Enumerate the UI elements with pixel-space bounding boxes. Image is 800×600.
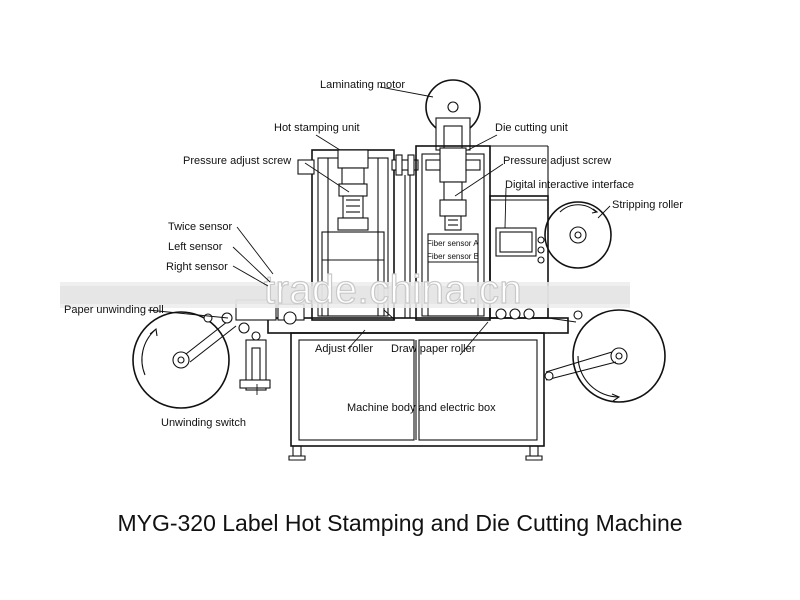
label-stripping-roller: Stripping roller <box>612 199 683 211</box>
rewind-roll <box>544 309 666 403</box>
die-cutting-unit <box>415 145 491 321</box>
label-draw-paper-roller: Draw paper roller <box>391 343 476 355</box>
label-fiber-sensor-a: Fiber sensor A <box>427 239 479 248</box>
control-cabinet <box>489 145 549 320</box>
label-twice-sensor: Twice sensor <box>168 221 233 233</box>
watermark-text: trade.china.cn <box>264 268 522 312</box>
label-pressure-adjust-screw-left: Pressure adjust screw <box>183 155 291 167</box>
label-paper-unwinding-roll: Paper unwinding roll <box>64 304 164 316</box>
leader-lines <box>147 86 611 395</box>
label-fiber-sensor-b: Fiber sensor B <box>427 252 479 261</box>
label-machine-body: Machine body and electric box <box>347 402 496 414</box>
unwinding-roll <box>132 311 237 409</box>
hot-stamping-unit <box>297 149 395 321</box>
stripping-roller <box>544 201 612 269</box>
label-laminating-motor: Laminating motor <box>320 79 405 91</box>
laminating-motor <box>425 79 481 151</box>
label-right-sensor: Right sensor <box>166 261 228 273</box>
unwinding-switch-assembly <box>239 331 271 391</box>
label-adjust-roller: Adjust roller <box>315 343 373 355</box>
machine-body <box>267 317 569 461</box>
label-hot-stamping-unit: Hot stamping unit <box>274 122 360 134</box>
figure-caption: MYG-320 Label Hot Stamping and Die Cutti… <box>117 510 683 536</box>
watermark-band <box>60 282 630 308</box>
label-unwinding-switch: Unwinding switch <box>161 417 246 429</box>
label-die-cutting-unit: Die cutting unit <box>495 122 568 134</box>
label-pressure-adjust-screw-right: Pressure adjust screw <box>503 155 611 167</box>
label-left-sensor: Left sensor <box>168 241 223 253</box>
label-digital-interactive-interface: Digital interactive interface <box>505 179 634 191</box>
